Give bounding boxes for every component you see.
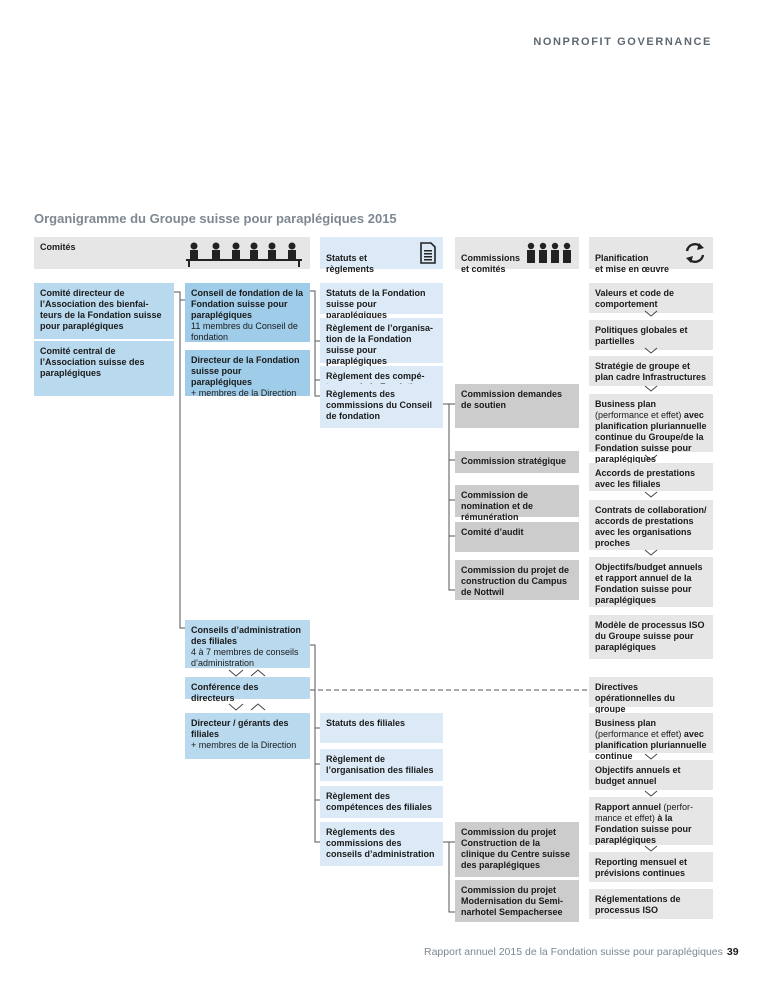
modele-iso-box: Modèle de processus ISO du Groupe suisse…	[589, 615, 713, 659]
directeur-fondation-sub: + membres de la Direction	[191, 388, 297, 398]
reglementations-iso-box: Réglementations de processus ISO	[589, 889, 713, 919]
conseil-fondation-sub: 11 membres du Conseil de fondation	[191, 321, 298, 342]
contrats-collaboration-box: Contrats de collaboration/ accords de pr…	[589, 500, 713, 550]
commission-seminarhotel-box: Commission du projet Modernisation du Se…	[455, 880, 579, 922]
column-header-comites-label: Comités	[40, 242, 76, 252]
accords-prestations-box: Accords de prestations avec les filiales	[589, 463, 713, 491]
rapport-annuel-box: Rapport annuel (perfor-mance et effet) à…	[589, 797, 713, 845]
page-number: 39	[726, 946, 739, 958]
commission-nomination-box: Commission de nomination et de rémunérat…	[455, 485, 579, 522]
reglement-organisation-box: Règlement de l’organisa-tion de la Fonda…	[320, 318, 443, 366]
business-plan-groupe-b: (performance et effet)	[595, 410, 684, 420]
business-plan-filiales-c: avec planification pluriannuelle continu…	[595, 729, 707, 761]
business-plan-filiales-a: Business plan	[595, 718, 657, 728]
conseil-fondation-title: Conseil de fondation de la Fondation sui…	[191, 288, 304, 320]
conseils-admin-sub: 4 à 7 membres de conseils d’administrati…	[191, 647, 299, 668]
commission-demandes-box: Commission demandes de soutien	[455, 384, 579, 428]
conseils-admin-title: Conseils d’administration des filiales	[191, 625, 302, 646]
column-header-commissions-label: Commissions et comités	[461, 253, 521, 274]
chart-title: Organigramme du Groupe suisse pour parap…	[34, 211, 397, 226]
objectifs-budget-fondation-box: Objectifs/budget annuels et rapport annu…	[589, 557, 713, 607]
directives-operationnelles-box: Directives opérationnelles du groupe	[589, 677, 713, 714]
commission-clinique-box: Commission du projet Construction de la …	[455, 822, 579, 877]
business-plan-filiales-b: (performance et effet)	[595, 729, 684, 739]
rapport-annuel-c: à la Fondation suisse pour paraplégiques	[595, 813, 692, 845]
reglements-commissions-box: Règlements des commissions du Conseil de…	[320, 384, 443, 428]
commission-campus-box: Commission du projet de construction du …	[455, 560, 579, 600]
directeur-fondation-box: Directeur de la Fondation suisse pour pa…	[185, 350, 310, 398]
reglement-organisation-filiales-box: Règlement de l’organisation des filiales	[320, 749, 443, 781]
cycle-arrows-icon	[685, 243, 705, 263]
conference-directeurs-box: Conférence des directeurs	[185, 677, 310, 703]
statuts-filiales-box: Statuts des filiales	[320, 713, 443, 743]
statuts-fondation-box: Statuts de la Fondation suisse pour para…	[320, 283, 443, 320]
gerants-filiales-sub: + membres de la Direction	[191, 740, 297, 750]
footer-text: Rapport annuel 2015 de la Fondation suis…	[424, 946, 723, 958]
column-header-planification: Planification et mise en œuvre	[589, 237, 713, 274]
conseil-fondation-box: Conseil de fondation de la Fondation sui…	[185, 283, 310, 342]
business-plan-groupe-a: Business plan	[595, 399, 657, 409]
page-footer: Rapport annuel 2015 de la Fondation suis…	[424, 946, 739, 958]
valeurs-box: Valeurs et code de comportement	[589, 283, 713, 313]
business-plan-groupe-c: avec planification pluriannuelle continu…	[595, 410, 707, 464]
comite-directeur-box: Comité directeur de l’Association des bi…	[34, 283, 174, 339]
reporting-mensuel-box: Reporting mensuel et prévisions continue…	[589, 852, 713, 882]
directeur-fondation-title: Directeur de la Fondation suisse pour pa…	[191, 355, 300, 387]
rapport-annuel-a: Rapport annuel	[595, 802, 662, 812]
column-header-statuts-label: Statuts et règlements	[326, 253, 375, 274]
column-header-statuts: Statuts et règlements	[320, 237, 443, 274]
objectifs-annuels-box: Objectifs annuels et budget annuel	[589, 760, 713, 790]
reglements-commissions-conseils-box: Règlements des commissions des conseils …	[320, 822, 443, 866]
section-header: NONPROFIT GOVERNANCE	[533, 36, 712, 48]
comite-central-box: Comité central de l’Association suisse d…	[34, 341, 174, 396]
column-header-comites: Comités	[34, 237, 310, 269]
document-icon	[420, 242, 436, 264]
meeting-people-icon	[186, 242, 302, 267]
commission-strategique-box: Commission stratégique	[455, 451, 579, 473]
rapport-annuel-b: (perfor-mance et effet)	[595, 802, 694, 823]
gerants-filiales-box: Directeur / gérants des filiales + membr…	[185, 713, 310, 759]
column-header-commissions: Commissions et comités	[455, 237, 579, 274]
business-plan-filiales-box: Business plan (performance et effet) ave…	[589, 713, 713, 761]
reglement-competences-filiales-box: Règlement des compétences des filiales	[320, 786, 443, 818]
politiques-box: Politiques globales et partielles	[589, 320, 713, 350]
gerants-filiales-title: Directeur / gérants des filiales	[191, 718, 289, 739]
comite-audit-box: Comité d’audit	[455, 522, 579, 552]
conseils-admin-box: Conseils d’administration des filiales 4…	[185, 620, 310, 668]
business-plan-groupe-box: Business plan (performance et effet) ave…	[589, 394, 713, 464]
strategie-box: Stratégie de groupe et plan cadre Infras…	[589, 356, 713, 386]
column-header-planification-label: Planification et mise en œuvre	[595, 253, 670, 274]
group-people-icon	[527, 242, 571, 263]
